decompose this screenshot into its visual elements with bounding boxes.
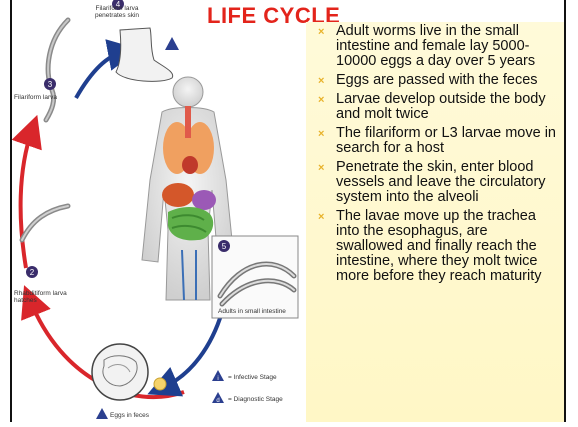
label-filariform-larva: Filariform larva [14, 94, 57, 101]
label-rhabditiform-larva: Rhabditiform larva hatches [14, 290, 67, 304]
arrow-filariform-to-skin [76, 52, 124, 98]
bullet-item: × The filariform or L3 larvae move in se… [316, 126, 558, 156]
bullet-marker-icon: × [318, 25, 324, 40]
arrow-adults-to-eggs [162, 312, 222, 388]
svg-text:3: 3 [48, 80, 53, 89]
bullet-text: Larvae develop outside the body and molt… [336, 91, 546, 122]
bullet-list: × Adult worms live in the small intestin… [306, 22, 564, 284]
foot [116, 28, 173, 81]
arrow-rhabditiform-to-filariform [21, 130, 32, 268]
slide-right-border [564, 0, 566, 422]
bullet-item: × Larvae develop outside the body and mo… [316, 92, 558, 122]
label-adults-in-small-intestine: Adults in small intestine [218, 308, 286, 315]
bullet-marker-icon: × [318, 74, 324, 89]
bullet-item: × The lavae move up the trachea into the… [316, 209, 558, 284]
bullet-item: × Penetrate the skin, enter blood vessel… [316, 160, 558, 205]
bullet-marker-icon: × [318, 93, 324, 108]
svg-text:5: 5 [222, 242, 227, 251]
bullet-marker-icon: × [318, 127, 324, 142]
legend-diagnostic-stage: = Diagnostic Stage [228, 396, 283, 403]
bullet-marker-icon: × [318, 210, 324, 225]
rhabditiform-larva-worm [22, 206, 68, 240]
svg-text:2: 2 [30, 268, 35, 277]
legend-infective-triangle: i [212, 370, 224, 382]
label-eggs-in-feces: Eggs in feces [110, 412, 149, 419]
svg-text:d: d [216, 398, 219, 404]
life-cycle-diagram: 2 3 4 5 i [12, 0, 308, 422]
infective-stage-marker [165, 37, 179, 50]
eggs-diagnostic-triangle [96, 408, 108, 419]
life-cycle-illustration: 2 3 4 5 i [12, 0, 308, 422]
bullet-text: The lavae move up the trachea into the e… [336, 208, 542, 284]
bullet-text: Penetrate the skin, enter blood vessels … [336, 159, 546, 205]
stage-number-5: 5 [218, 240, 230, 252]
bullet-item: × Adult worms live in the small intestin… [316, 24, 558, 69]
legend-infective-stage: = Infective Stage [228, 374, 277, 381]
label-filariform-penetrates-skin: Filariform larva penetrates skin [88, 5, 146, 19]
bullet-text: Eggs are passed with the feces [336, 72, 538, 88]
bullet-item: × Eggs are passed with the feces [316, 73, 558, 88]
svg-text:i: i [217, 376, 218, 382]
bullet-text: Adult worms live in the small intestine … [336, 23, 535, 69]
bullet-text: The filariform or L3 larvae move in sear… [336, 125, 556, 156]
stage-number-3: 3 [44, 78, 56, 90]
stage-number-2: 2 [26, 266, 38, 278]
eggs-in-feces [92, 344, 166, 400]
bullet-panel: × Adult worms live in the small intestin… [306, 22, 564, 422]
bullet-marker-icon: × [318, 161, 324, 176]
legend-diagnostic-triangle: d [212, 392, 224, 404]
